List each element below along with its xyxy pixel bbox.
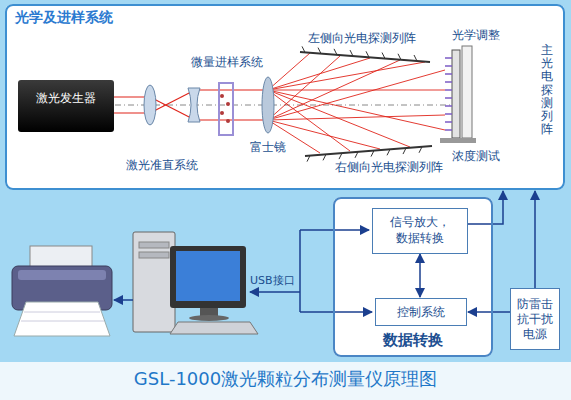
signal-connector — [534, 191, 536, 288]
signal-connector — [419, 254, 421, 297]
part-label: 主光电探测列阵 — [541, 44, 553, 136]
node-text: 微量进样系统 — [184, 54, 270, 71]
process-box: 信号放大，数据转换 — [372, 208, 468, 254]
printer-icon — [12, 246, 112, 336]
caption-strip — [0, 362, 571, 400]
laser-beam — [102, 90, 268, 120]
part-label: 左侧向光电探测列阵 — [308, 31, 416, 45]
panel-fill — [333, 197, 493, 357]
node-text: 光学及进样系统 — [15, 9, 113, 27]
detector-array — [300, 52, 430, 62]
adjust-mount — [462, 46, 472, 138]
fourier-lens — [262, 77, 274, 133]
main-detector-plate — [452, 50, 460, 138]
data-panel: 数据转换 信号放大，数据转换控制系统 — [333, 197, 493, 357]
node-text: 激光发生器 — [18, 80, 114, 107]
part-label: 激光准直系统 — [126, 158, 198, 172]
collimator-lens — [144, 85, 156, 125]
detector-stand — [440, 138, 476, 143]
sample-cuvette — [218, 82, 234, 136]
detector-array — [305, 146, 432, 156]
part-label: 光学调整 — [452, 28, 500, 42]
detector-elements — [302, 46, 422, 161]
panel-fill — [5, 4, 565, 190]
part-label: 富士镜 — [250, 140, 286, 154]
sample-particles — [220, 94, 230, 123]
signal-connector — [468, 311, 510, 313]
caption: GSL-1000激光颗粒分布测量仪原理图 — [0, 367, 571, 391]
node-text: 控制系统 — [397, 304, 445, 321]
port-label: USB接口 — [250, 274, 295, 287]
power-box: 防雷击抗干扰电源 — [510, 288, 560, 350]
node-text: 数据转换 — [335, 331, 491, 350]
part-label: 右侧向光电探测列阵 — [335, 160, 443, 174]
process-box: 控制系统 — [375, 298, 467, 326]
scattered-rays — [268, 53, 445, 153]
signal-connector — [468, 191, 503, 224]
node-text: 信号放大，数据转换 — [389, 215, 451, 246]
part-label: 浓度测试 — [452, 149, 500, 163]
node-text: 防雷击抗干扰电源 — [516, 297, 554, 342]
computer-icon — [133, 232, 258, 334]
collimator-lens — [188, 88, 200, 122]
sampling-cell: 微量进样系统 — [184, 54, 270, 138]
main-detector-elements — [445, 58, 452, 130]
laser-box: 激光发生器 — [18, 80, 114, 132]
